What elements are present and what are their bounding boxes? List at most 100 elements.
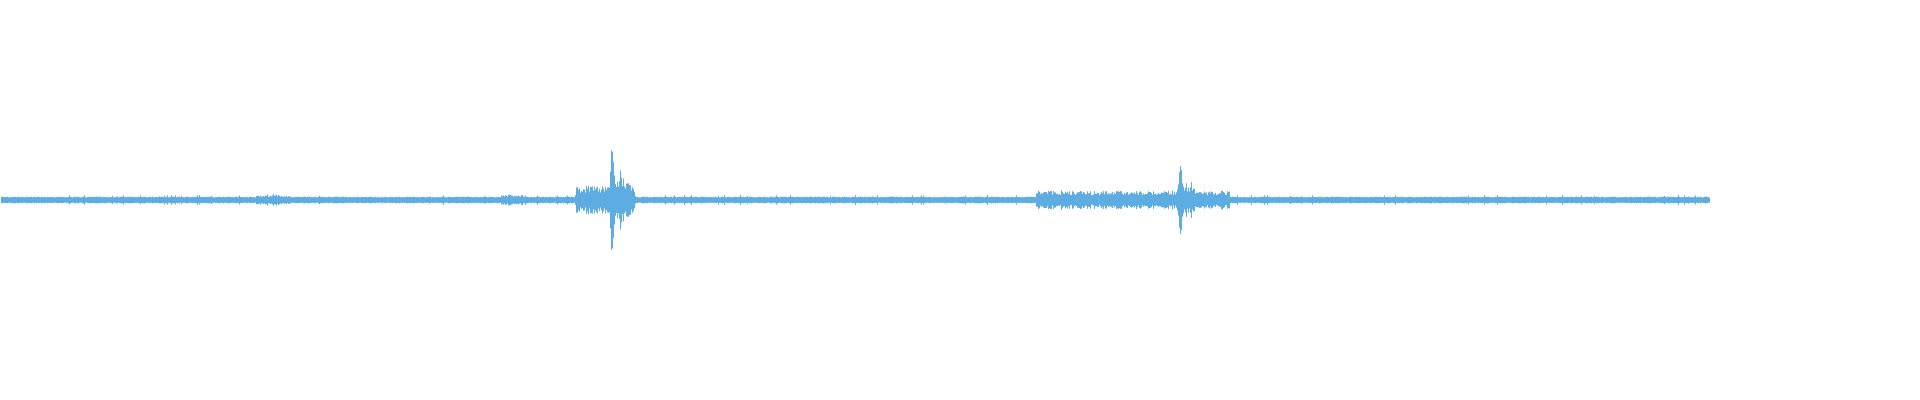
waveform-sample (1648, 196, 1649, 204)
waveform-sample (984, 197, 985, 203)
waveform-sample (140, 195, 141, 205)
waveform-sample (1108, 193, 1109, 208)
waveform-sample (932, 197, 933, 203)
waveform-sample (1636, 196, 1637, 204)
waveform-sample (497, 196, 498, 204)
waveform-sample (1437, 197, 1438, 203)
waveform-sample (866, 197, 867, 203)
waveform-sample (760, 197, 761, 203)
waveform-sample (231, 197, 232, 203)
waveform-sample (951, 196, 952, 204)
waveform-sample (97, 196, 98, 204)
waveform-sample (113, 197, 114, 203)
waveform-sample (1343, 197, 1344, 203)
waveform-sample (1291, 196, 1292, 204)
waveform-sample (867, 196, 868, 204)
waveform-sample (1028, 197, 1029, 203)
waveform-sample (556, 196, 557, 204)
waveform-sample (1313, 197, 1314, 203)
waveform-sample (1144, 194, 1145, 206)
waveform-sample (121, 196, 122, 204)
waveform-sample (977, 196, 978, 204)
waveform-sample (877, 195, 878, 205)
waveform-sample (847, 197, 848, 203)
waveform-sample (1699, 197, 1700, 203)
waveform-sample (902, 197, 903, 203)
waveform-sample (1606, 196, 1607, 204)
waveform-sample (1639, 196, 1640, 203)
waveform-sample (901, 196, 902, 203)
waveform-sample (346, 197, 347, 203)
waveform-sample (1386, 197, 1387, 203)
waveform-sample (986, 196, 987, 204)
waveform-sample (416, 197, 417, 203)
waveform-sample (1161, 192, 1162, 208)
waveform-sample (1189, 191, 1190, 209)
waveform-sample (1280, 197, 1281, 203)
waveform-sample (405, 197, 406, 203)
waveform-sample (1259, 197, 1260, 203)
waveform-sample (1030, 196, 1031, 204)
waveform-sample (835, 196, 836, 204)
waveform-sample (163, 197, 164, 203)
waveform-sample (911, 197, 912, 203)
waveform-sample (861, 196, 862, 204)
waveform-sample (292, 197, 293, 203)
waveform-sample (90, 197, 91, 203)
waveform-sample (162, 196, 163, 204)
waveform-sample (13, 196, 14, 204)
waveform-sample (1369, 197, 1370, 203)
waveform-sample (189, 197, 190, 203)
waveform-sample (262, 196, 263, 204)
waveform-sample (1640, 196, 1641, 204)
waveform-sample (205, 197, 206, 203)
waveform-sample (178, 197, 179, 204)
waveform-sample (422, 197, 423, 203)
waveform-sample (290, 196, 291, 204)
waveform-sample (301, 197, 302, 203)
waveform-sample (705, 197, 706, 203)
waveform-sample (1674, 197, 1675, 203)
waveform-sample (1196, 193, 1197, 207)
waveform-sample (486, 197, 487, 204)
waveform-sample (1367, 197, 1368, 204)
waveform-sample (970, 196, 971, 204)
waveform-sample (1695, 195, 1696, 205)
waveform-sample (128, 196, 129, 204)
waveform-sample (305, 196, 306, 204)
waveform-sample (517, 196, 518, 204)
waveform-sample (201, 196, 202, 204)
waveform-sample (62, 197, 63, 203)
waveform-sample (1651, 196, 1652, 204)
waveform-sample (1682, 197, 1683, 203)
waveform-sample (1478, 196, 1479, 203)
waveform-sample (1114, 192, 1115, 208)
waveform-sample (1321, 196, 1322, 204)
waveform-sample (269, 196, 270, 204)
waveform-sample (1563, 197, 1564, 203)
waveform-sample (834, 196, 835, 204)
waveform-sample (1201, 192, 1202, 208)
waveform-sample (1112, 192, 1113, 208)
waveform-sample (874, 197, 875, 203)
waveform-sample (112, 195, 113, 205)
waveform-sample (251, 197, 252, 203)
waveform-sample (1633, 197, 1634, 203)
waveform-sample (363, 197, 364, 203)
waveform-sample (1363, 197, 1364, 203)
waveform-sample (1372, 196, 1373, 204)
waveform-sample (510, 194, 511, 206)
waveform-sample (535, 197, 536, 203)
waveform-sample (1676, 197, 1677, 204)
waveform-sample (355, 196, 356, 204)
waveform-sample (1213, 194, 1214, 206)
waveform-sample (347, 197, 348, 203)
waveform-sample (639, 197, 640, 203)
waveform-sample (1326, 196, 1327, 203)
waveform-sample (1608, 197, 1609, 203)
waveform-sample (844, 196, 845, 204)
waveform-sample (1235, 196, 1236, 204)
waveform-sample (1032, 196, 1033, 204)
waveform-sample (1684, 195, 1685, 205)
